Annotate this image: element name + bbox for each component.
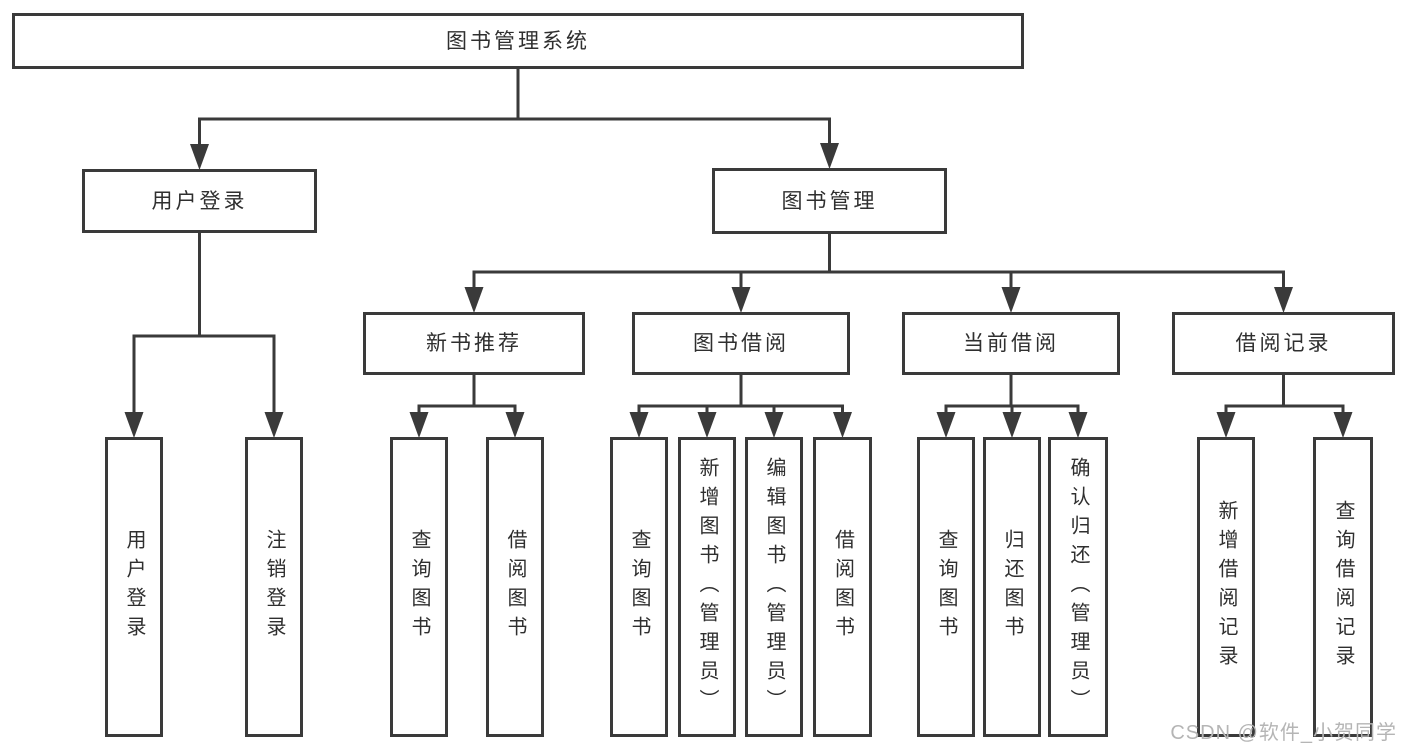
node-new-book-rec-label: 新书推荐 [426, 332, 522, 355]
arrow-head [1002, 412, 1022, 438]
arrow-head [697, 412, 717, 438]
arrow-head [820, 143, 839, 169]
node-leaf-logout-login-label: 注销登录 [263, 529, 285, 645]
node-leaf-edit-book-label: 编辑图书（管理员） [763, 456, 785, 718]
arrow-head [464, 287, 484, 313]
node-leaf-confirm-return-label: 确认归还（管理员） [1067, 456, 1089, 718]
node-leaf-add-borrow-record: 新增借阅记录 [1197, 437, 1255, 737]
node-leaf-query-book-current-label: 查询图书 [935, 529, 957, 645]
node-leaf-query-borrow-record: 查询借阅记录 [1313, 437, 1373, 737]
node-leaf-query-borrow-record-label: 查询借阅记录 [1332, 500, 1354, 674]
node-borrow-records-label: 借阅记录 [1235, 332, 1332, 355]
node-leaf-borrow-book: 借阅图书 [813, 437, 872, 737]
arrow-head [1001, 287, 1021, 313]
arrow-head [264, 412, 284, 438]
node-leaf-user-login-label: 用户登录 [123, 529, 145, 645]
node-leaf-query-book-rec: 查询图书 [390, 437, 448, 737]
node-leaf-add-book: 新增图书（管理员） [678, 437, 736, 737]
arrow-head [1068, 412, 1088, 438]
node-leaf-query-book-rec-label: 查询图书 [408, 529, 430, 645]
node-leaf-add-book-label: 新增图书（管理员） [696, 456, 718, 718]
arrow-head [505, 412, 525, 438]
node-leaf-return-book: 归还图书 [983, 437, 1041, 737]
arrow-head [190, 144, 209, 170]
node-leaf-add-borrow-record-label: 新增借阅记录 [1215, 500, 1237, 674]
node-leaf-query-book-borrow-label: 查询图书 [628, 529, 650, 645]
arrow-head [764, 412, 784, 438]
node-current-borrow: 当前借阅 [902, 312, 1120, 375]
node-leaf-query-book-current: 查询图书 [917, 437, 975, 737]
node-leaf-return-book-label: 归还图书 [1001, 529, 1023, 645]
node-user-login-label: 用户登录 [151, 189, 248, 213]
node-root: 图书管理系统 [12, 13, 1024, 69]
arrow-head [629, 412, 649, 438]
arrow-head [1333, 412, 1353, 438]
arrow-head [409, 412, 429, 438]
node-book-mgmt: 图书管理 [712, 168, 947, 234]
node-borrow-records: 借阅记录 [1172, 312, 1395, 375]
node-leaf-borrow-book-label: 借阅图书 [831, 529, 854, 645]
node-leaf-confirm-return: 确认归还（管理员） [1048, 437, 1108, 737]
node-current-borrow-label: 当前借阅 [963, 332, 1059, 355]
arrow-head [936, 412, 956, 438]
node-leaf-borrow-book-rec: 借阅图书 [486, 437, 544, 737]
node-leaf-query-book-borrow: 查询图书 [610, 437, 668, 737]
arrow-head [124, 412, 144, 438]
node-leaf-user-login: 用户登录 [105, 437, 163, 737]
arrow-head [833, 412, 852, 438]
node-book-borrow: 图书借阅 [632, 312, 850, 375]
node-book-borrow-label: 图书借阅 [693, 332, 789, 355]
node-root-label: 图书管理系统 [446, 29, 590, 53]
node-book-mgmt-label: 图书管理 [781, 189, 878, 213]
arrow-head [731, 287, 751, 313]
node-leaf-borrow-book-rec-label: 借阅图书 [504, 529, 526, 645]
node-user-login: 用户登录 [82, 169, 317, 233]
node-leaf-edit-book: 编辑图书（管理员） [745, 437, 803, 737]
arrow-head [1216, 412, 1236, 438]
node-new-book-rec: 新书推荐 [363, 312, 585, 375]
node-leaf-logout-login: 注销登录 [245, 437, 303, 737]
arrow-head [1274, 287, 1293, 313]
